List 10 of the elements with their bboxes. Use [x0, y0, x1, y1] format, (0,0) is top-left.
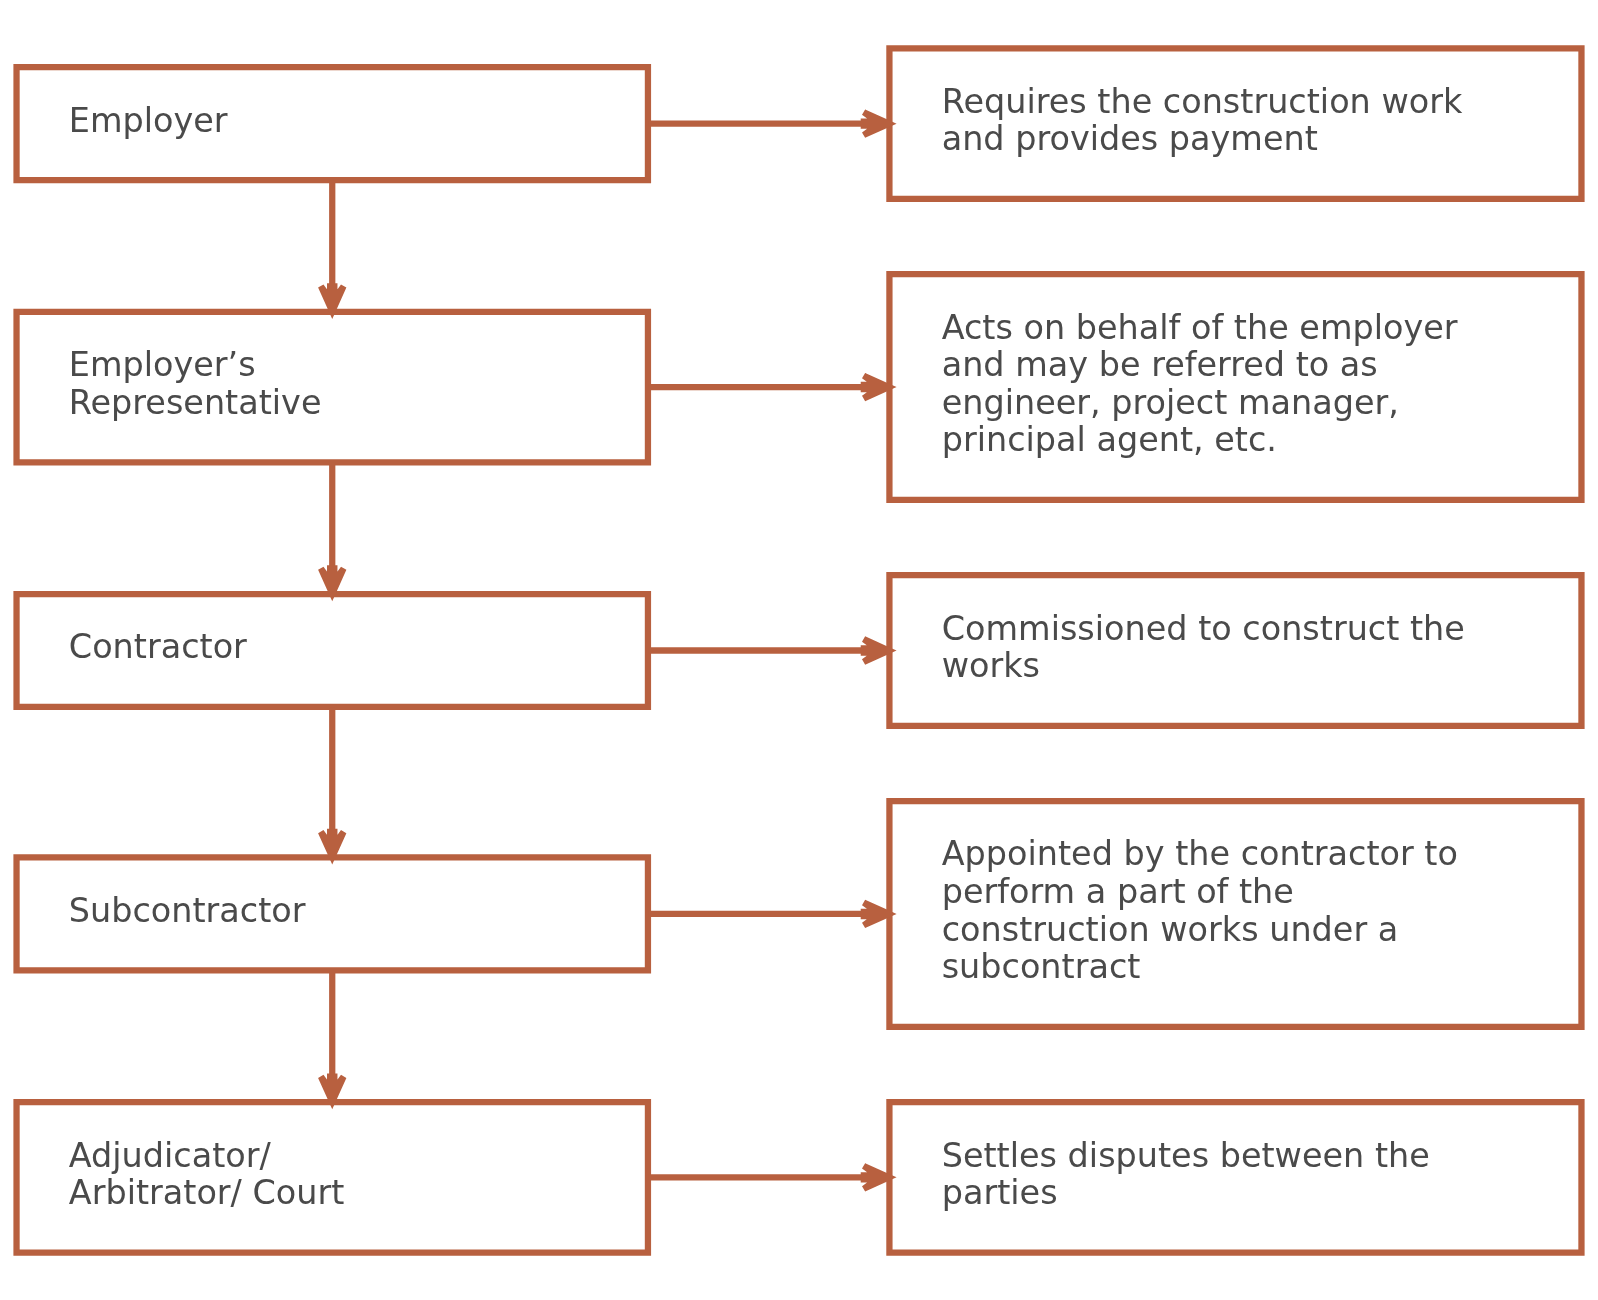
node-box: Contractor [13, 590, 652, 710]
node-box: Subcontractor [13, 853, 652, 974]
node-box: Adjudicator/ Arbitrator/ Court [13, 1098, 652, 1256]
node-box: Employer [13, 63, 652, 183]
node-box: Appointed by the contractor to perform a part of the construction works under a subcontract [886, 797, 1585, 1030]
node-box: Employer’s Representative [13, 308, 652, 465]
node-box: Commissioned to construct the works [886, 571, 1585, 729]
node-box: Requires the construction work and provides payment [886, 44, 1585, 202]
node-box: Acts on behalf of the employer and may be referred to as engineer, project manager, principal agent, etc. [886, 270, 1585, 503]
node-box: Settles disputes between the parties [886, 1098, 1585, 1256]
